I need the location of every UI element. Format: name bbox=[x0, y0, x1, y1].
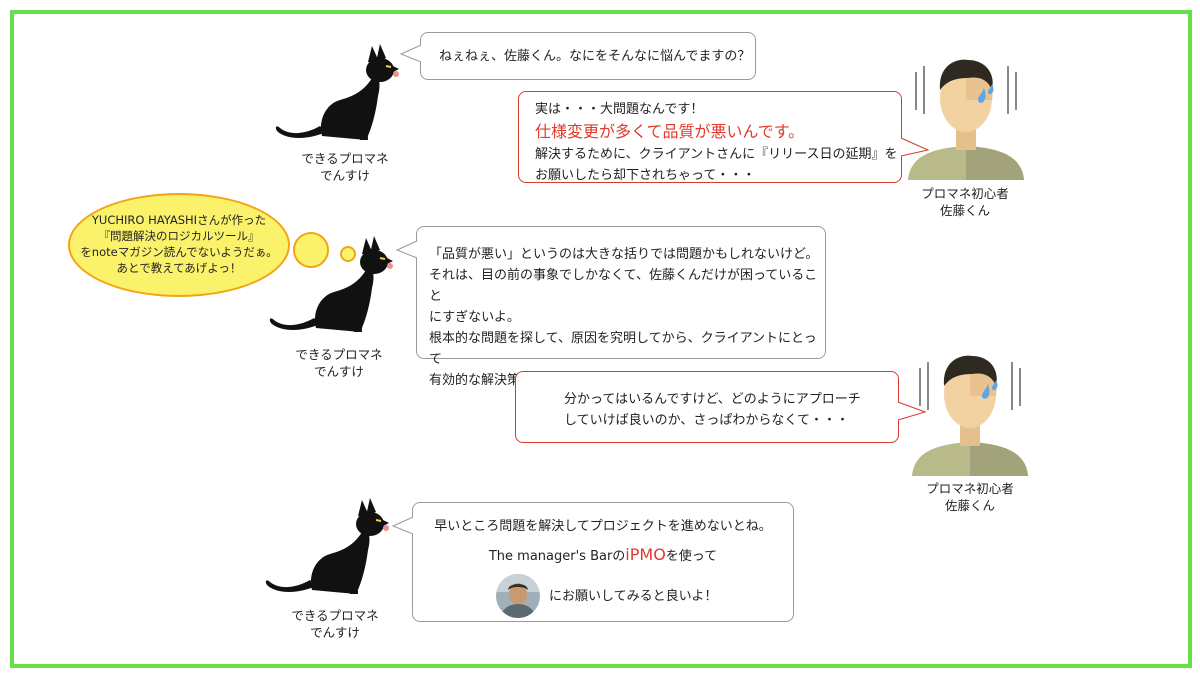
worried-person-icon bbox=[908, 59, 1024, 180]
black-cat-3 bbox=[258, 490, 408, 602]
worried-person-2 bbox=[906, 346, 1036, 476]
bubble-5-suffix: を使って bbox=[665, 549, 718, 564]
speech-bubble-5: 早いところ問題を解決してプロジェクトを進めないとね。 The manager's… bbox=[412, 502, 794, 622]
bubble-3-line4: 根本的な問題を探して、原因を究明してから、クライアントにとって bbox=[429, 331, 817, 367]
bubble-3-line1: 「品質が悪い」というのは大きな括りでは問題かもしれないけど。 bbox=[429, 247, 819, 262]
speech-bubble-2: 実は・・・大問題なんです！ 仕様変更が多くて品質が悪いんです。 解決するために、… bbox=[518, 91, 902, 183]
bubble-4-tail bbox=[897, 401, 927, 421]
bubble-3-tail bbox=[395, 240, 418, 259]
bubble-5-tail bbox=[391, 516, 414, 535]
thought-dot-large bbox=[293, 232, 329, 268]
bubble-2-tail bbox=[900, 137, 930, 157]
black-cat-2 bbox=[262, 228, 412, 340]
person-caption-2: プロマネ初心者 佐藤くん bbox=[910, 480, 1030, 514]
speech-bubble-1: ねぇねぇ、佐藤くん。なにをそんなに悩んでますの？ bbox=[420, 32, 756, 80]
thought-dot-small bbox=[340, 246, 356, 262]
ipmo-highlight: iPMO bbox=[625, 545, 666, 564]
cat-name-line1: できるプロマネ bbox=[295, 347, 383, 362]
worried-person-icon-2 bbox=[912, 355, 1028, 476]
speech-bubble-4: 分かってはいるんですけど、どのようにアプローチ していけば良いのか、さっぱわから… bbox=[515, 371, 899, 443]
bubble-3-line2: それは、目の前の事象でしかなくて、佐藤くんだけが困っていること bbox=[429, 268, 818, 304]
thought-line2: 『問題解決のロジカルツール』 bbox=[98, 229, 260, 243]
black-cat-icon bbox=[275, 44, 399, 140]
cat-name-line2: でんすけ bbox=[310, 625, 360, 640]
bubble-1-tail bbox=[399, 44, 422, 63]
cat-name-line1: できるプロマネ bbox=[301, 151, 389, 166]
bubble-4-line2: していけば良いのか、さっぱわからなくて・・・ bbox=[564, 413, 849, 428]
bubble-3-line3: にすぎないよ。 bbox=[429, 310, 520, 325]
cat-name-line2: でんすけ bbox=[314, 364, 364, 379]
bubble-5-line3: にお願いしてみると良いよ！ bbox=[549, 589, 718, 604]
thought-bubble: YUCHIRO HAYASHIさんが作った 『問題解決のロジカルツール』 をno… bbox=[68, 193, 290, 297]
person-name-line1: プロマネ初心者 bbox=[921, 186, 1009, 201]
person-name-line2: 佐藤くん bbox=[944, 498, 995, 513]
person-name-line1: プロマネ初心者 bbox=[926, 481, 1014, 496]
cat-name-line2: でんすけ bbox=[320, 168, 370, 183]
bubble-4-line1: 分かってはいるんですけど、どのようにアプローチ bbox=[564, 392, 861, 407]
bubble-2-line3: 解決するために、クライアントさんに『リリース日の延期』を bbox=[535, 147, 898, 162]
black-cat-icon-2 bbox=[269, 236, 393, 332]
cat-caption-1: できるプロマネ でんすけ bbox=[290, 150, 400, 184]
black-cat-icon-3 bbox=[265, 498, 389, 594]
avatar-icon bbox=[496, 574, 540, 618]
cat-caption-2: できるプロマネ でんすけ bbox=[284, 346, 394, 380]
bubble-5-prefix: The manager's Barの bbox=[488, 549, 626, 564]
thought-line3: をnoteマガジン読んでないようだぁ。 bbox=[80, 245, 278, 259]
thought-line1: YUCHIRO HAYASHIさんが作った bbox=[91, 213, 267, 227]
bubble-5-line2: The manager's BarのiPMOを使って bbox=[413, 544, 793, 567]
speech-bubble-3: 「品質が悪い」というのは大きな括りでは問題かもしれないけど。 それは、目の前の事… bbox=[416, 226, 826, 388]
person-name-line2: 佐藤くん bbox=[939, 203, 990, 218]
slide-frame bbox=[10, 10, 1192, 668]
bubble-2-emphasis: 仕様変更が多くて品質が悪いんです。 bbox=[535, 122, 805, 141]
thought-line4: あとで教えてあげよっ！ bbox=[116, 261, 242, 275]
person-caption-1: プロマネ初心者 佐藤くん bbox=[905, 185, 1025, 219]
worried-person-1 bbox=[902, 50, 1032, 180]
cat-name-line1: できるプロマネ bbox=[291, 608, 379, 623]
black-cat-1 bbox=[268, 36, 418, 148]
bubble-2-line4: お願いしたら却下されちゃって・・・ bbox=[535, 168, 756, 183]
bubble-2-line1: 実は・・・大問題なんです！ bbox=[535, 102, 704, 117]
bubble-5-line1: 早いところ問題を解決してプロジェクトを進めないとね。 bbox=[434, 519, 772, 534]
bubble-1-text: ねぇねぇ、佐藤くん。なにをそんなに悩んでますの？ bbox=[439, 49, 751, 64]
cat-caption-3: できるプロマネ でんすけ bbox=[280, 607, 390, 641]
